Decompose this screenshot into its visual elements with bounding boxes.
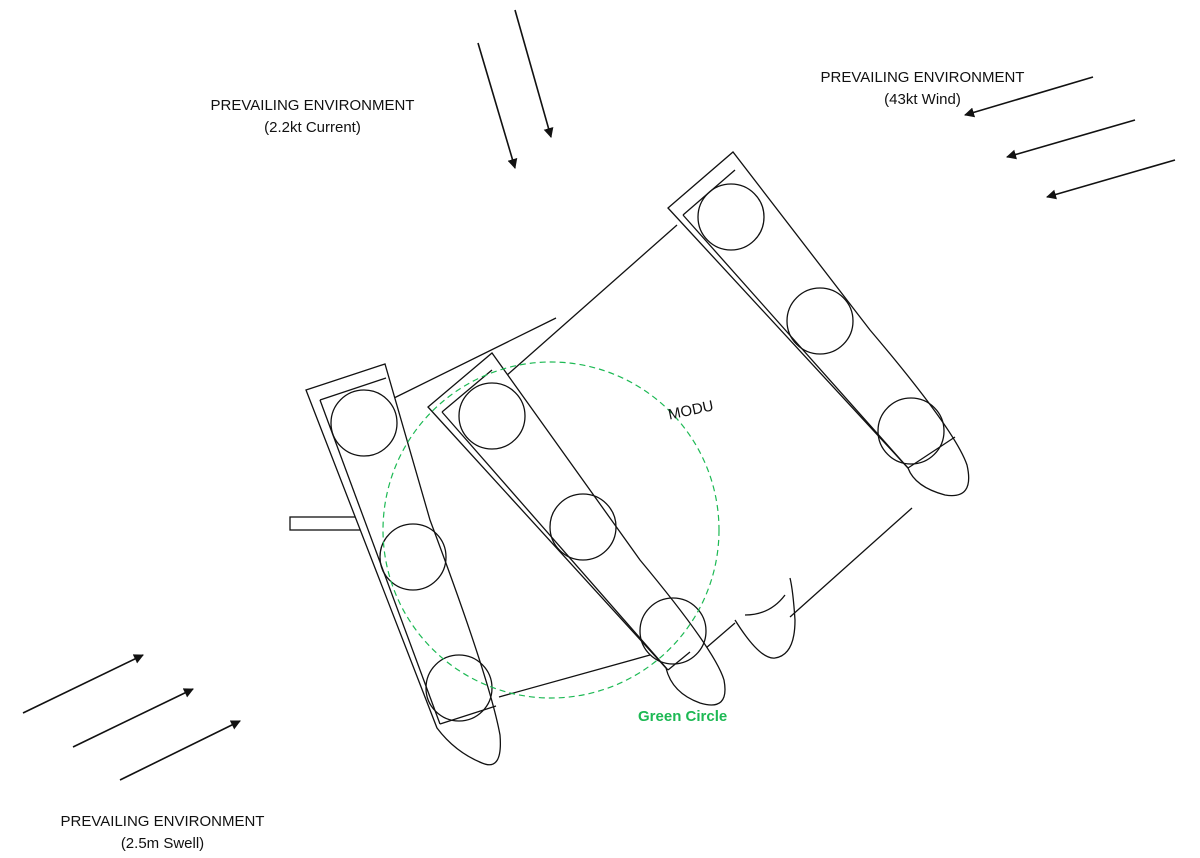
wind-label-title: PREVAILING ENVIRONMENT bbox=[820, 69, 1025, 86]
swell-label: PREVAILING ENVIRONMENT (2.5m Swell) bbox=[40, 811, 285, 855]
wind-label-detail: (43kt Wind) bbox=[884, 91, 961, 108]
swell-label-detail: (2.5m Swell) bbox=[120, 835, 205, 852]
current-label-detail: (2.2kt Current) bbox=[264, 119, 361, 136]
current-label-title: PREVAILING ENVIRONMENT bbox=[210, 97, 415, 114]
column bbox=[458, 382, 526, 450]
current-arrows bbox=[477, 9, 554, 169]
wind-arrows bbox=[964, 76, 1176, 200]
current-label: PREVAILING ENVIRONMENT (2.2kt Current) bbox=[190, 95, 435, 139]
green-circle-label: Green Circle bbox=[638, 708, 728, 725]
column bbox=[697, 183, 765, 251]
column bbox=[549, 493, 617, 561]
column bbox=[330, 389, 398, 457]
column bbox=[786, 287, 854, 355]
modu-deck bbox=[389, 224, 913, 698]
column bbox=[425, 654, 493, 722]
middle-vessel bbox=[427, 352, 726, 706]
column bbox=[639, 597, 707, 665]
green-circle bbox=[382, 361, 720, 699]
swell-arrows bbox=[22, 654, 241, 781]
wind-label: PREVAILING ENVIRONMENT (43kt Wind) bbox=[800, 67, 1045, 111]
swell-label-title: PREVAILING ENVIRONMENT bbox=[60, 813, 265, 830]
column bbox=[379, 523, 447, 591]
right-vessel bbox=[667, 151, 970, 497]
column bbox=[877, 397, 945, 465]
left-vessel bbox=[305, 363, 502, 766]
rear-vessel bbox=[734, 577, 796, 659]
